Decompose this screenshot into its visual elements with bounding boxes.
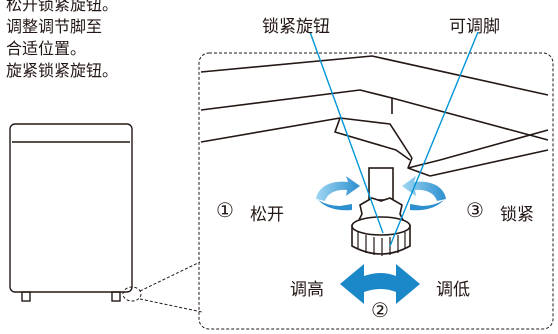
lower-label: 调低 [436, 280, 470, 300]
adjustable-foot-label: 可调脚 [449, 17, 500, 37]
instruction-line-1: 松开锁紧旋钮。 [6, 0, 119, 14]
step-1-label: 松开 [250, 205, 284, 225]
loosen-return-arrow [318, 200, 352, 211]
loosen-rotation-arrow [316, 176, 360, 201]
step-1-number: ① [216, 198, 234, 222]
height-adjust-arrow [340, 264, 420, 304]
detail-frame [198, 52, 554, 330]
step-3-number: ③ [466, 198, 484, 222]
leader-lines [309, 31, 479, 247]
instruction-text: 松开锁紧旋钮。 调整调节脚至 合适位置。 旋紧锁紧旋钮。 [6, 0, 156, 82]
cabinet-overview-icon [9, 123, 133, 302]
cabinet-bottom-corner [200, 55, 549, 177]
zoom-indicator [122, 261, 203, 313]
instruction-line-3: 合适位置。 [6, 39, 87, 58]
lock-knob-label: 锁紧旋钮 [262, 17, 330, 37]
step-3-label: 锁紧 [500, 205, 534, 225]
instruction-line-2: 调整调节脚至 [6, 17, 103, 36]
adjustable-foot-drawing [351, 167, 411, 256]
step-2-number: ② [371, 298, 389, 322]
instruction-line-4: 旋紧锁紧旋钮。 [6, 61, 119, 80]
raise-label: 调高 [290, 280, 324, 300]
tighten-rotation-arrow [402, 176, 446, 201]
tighten-return-arrow [410, 200, 444, 211]
